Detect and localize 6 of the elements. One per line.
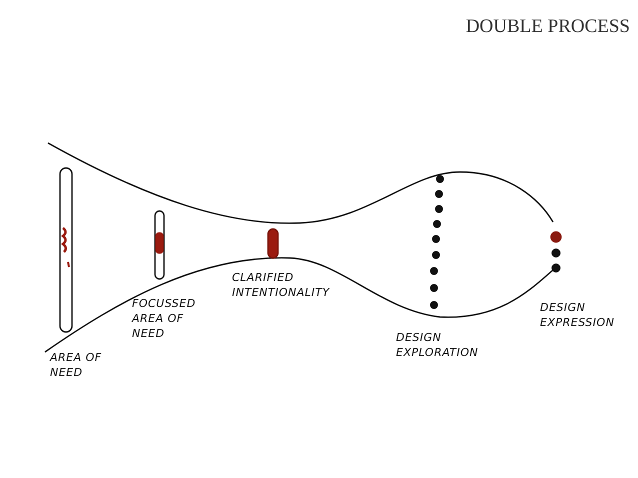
stage-label: DESIGN EXPLORATION — [396, 330, 480, 360]
stage-label: DESIGN EXPRESSION — [540, 300, 616, 330]
title: DOUBLE PROCESS — [466, 16, 630, 38]
stage-label: FOCUSSED AREA OF NEED — [132, 296, 197, 341]
stage-label: CLARIFIED INTENTIONALITY — [232, 270, 331, 300]
stage-label: AREA OF NEED — [50, 350, 103, 380]
